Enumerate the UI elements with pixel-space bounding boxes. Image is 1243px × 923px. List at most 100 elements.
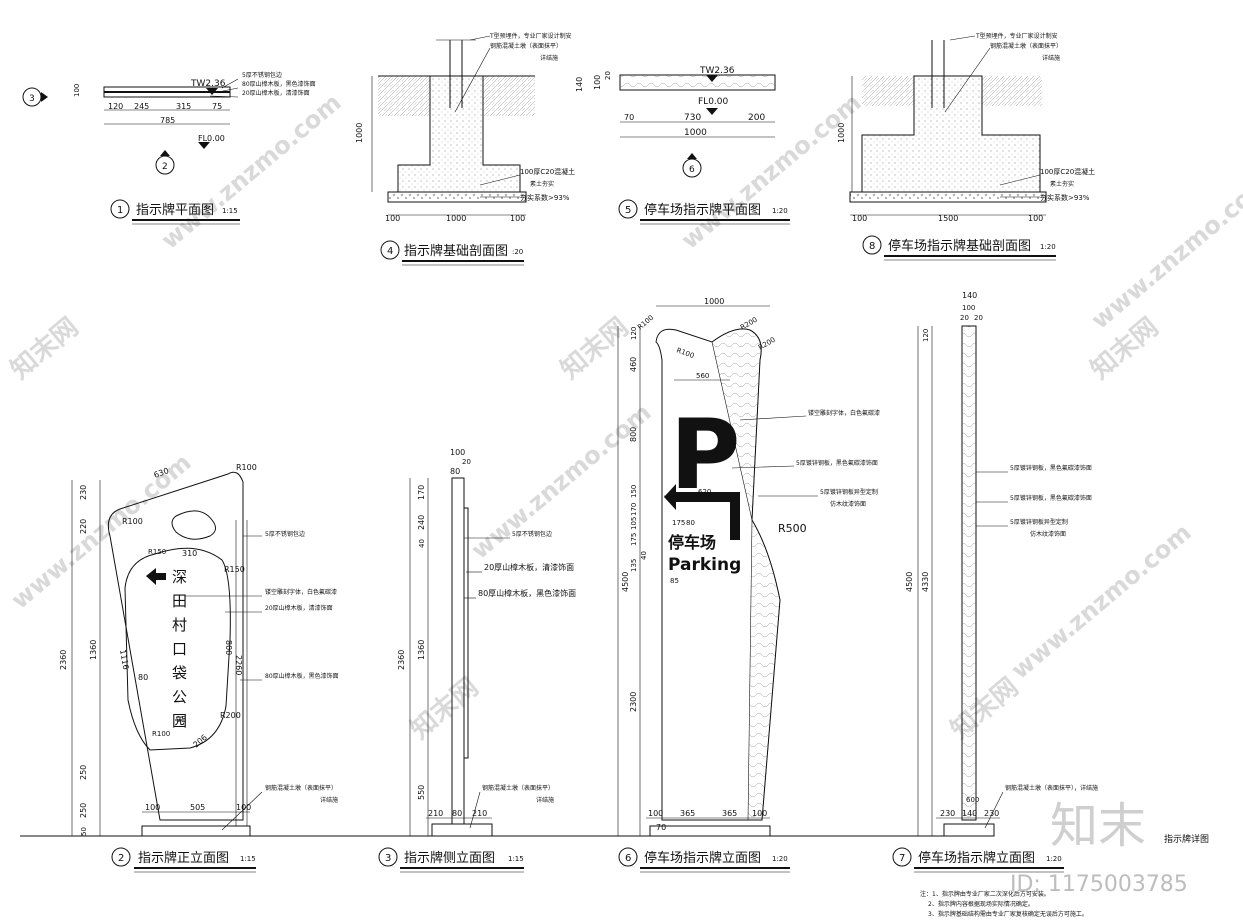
drawing-4-foundation-section: T型预埋件，专业厂家设计制安 钢筋混凝土墩（表面抹平） 详结施 100厚C20混… (355, 32, 575, 223)
dim: 210 (472, 809, 487, 818)
dim: 310 (182, 549, 197, 558)
dim: 365 (722, 809, 737, 818)
drawing-scale: 1:20 (1046, 855, 1062, 863)
callout-text: 5厚不锈钢包边 (512, 530, 552, 538)
title-block-5: 5 停车场指示牌平面图 1:20 (618, 199, 790, 225)
drawing-3-sign-side: 170 240 40 1360 550 2360 100 20 80 210 8… (397, 448, 576, 837)
title-block-2: 2 指示牌正立面图 1:15 (111, 847, 256, 873)
dim: 1360 (417, 640, 426, 660)
dim: 100 (73, 84, 81, 97)
callout-text: 素土夯实 (530, 180, 554, 188)
gravel-bed (849, 191, 1047, 203)
drawing-title: 停车场指示牌立面图 (644, 850, 761, 866)
callout-text: 镂空雕刻字体，白色氟碳漆 (808, 409, 880, 417)
watermark-id: ID: 1175003785 (1010, 872, 1188, 897)
dim: R200 (757, 336, 777, 352)
footing (943, 823, 995, 837)
dim: 70 (624, 113, 634, 122)
dim: 100 (648, 809, 663, 818)
callout-text: 素土夯实 (1050, 180, 1074, 188)
watermark-brand: 知末网 (5, 312, 84, 385)
title-block-7: 7 停车场指示牌立面图 1:20 (892, 847, 1064, 873)
dim: 20 (462, 458, 471, 466)
callout-text: 20厚山樟木板，清漆饰面 (484, 562, 574, 572)
parking-side-outline (961, 325, 977, 821)
dim: 150 (630, 485, 638, 498)
dim: 100 (510, 214, 525, 223)
dim: 80 (138, 673, 148, 682)
dim: 2300 (629, 692, 638, 712)
dim: 20 (604, 71, 612, 80)
callout-text: 5厚不锈钢包边 (242, 71, 282, 79)
callout-text: 详结施 (536, 796, 554, 804)
dim: 800 (629, 427, 638, 442)
svg-text:4: 4 (387, 246, 393, 257)
callout-text: 夯实系数>93% (1040, 193, 1090, 202)
drawing-title: 指示牌平面图 (136, 202, 214, 218)
dim: 4500 (621, 572, 630, 592)
dim: R150 (148, 548, 166, 556)
dim: 40 (640, 551, 648, 560)
dim: 100 (962, 304, 975, 312)
title-block-8: 8 停车场指示牌基础剖面图 1:20 (862, 235, 1056, 261)
callout-text: 钢筋混凝土墩（表面抹平） (990, 42, 1062, 50)
parking-cn-text: 停车场 (668, 533, 716, 552)
sign-char: 田 (172, 592, 187, 610)
dim: 120 (630, 327, 638, 340)
dim: 785 (160, 116, 175, 125)
dim: 230 (79, 485, 88, 500)
watermark-brand: 知末网 (945, 672, 1024, 745)
dim: 240 (417, 515, 426, 530)
dim: 135 (630, 559, 638, 572)
dim: 120 (922, 329, 930, 342)
drawing-scale: :20 (512, 248, 523, 256)
dim: 175 (672, 519, 685, 527)
footing (431, 823, 493, 837)
dim: 100 (385, 214, 400, 223)
dim: 100 (593, 75, 602, 90)
dim: 120 (108, 102, 123, 111)
drawing-scale: 1:20 (772, 855, 788, 863)
watermark-site: www.znzmo.com (1006, 518, 1197, 684)
parking-plan-outline (619, 74, 776, 91)
dim: 100 (236, 803, 251, 812)
sign-inner-panel (124, 547, 231, 751)
arrow-left-icon (146, 568, 166, 585)
dim: 1000 (446, 214, 466, 223)
dim: 230 (940, 809, 955, 818)
dim: 4500 (905, 572, 914, 592)
callout-text: 5厚镀锌钢板异型定制 (820, 488, 878, 496)
elevation-fl: FL0.00 (198, 134, 225, 143)
callout-text: 5厚不锈钢包边 (265, 530, 305, 538)
svg-text:2: 2 (118, 853, 124, 864)
dim: 245 (134, 102, 149, 111)
dim: 80 (686, 519, 695, 527)
dim: 560 (696, 372, 709, 380)
drawing-title: 指示牌基础剖面图 (404, 243, 508, 259)
sign-side-outline (451, 477, 465, 825)
dim: R200 (220, 711, 241, 720)
dim: 1360 (89, 640, 98, 660)
watermark-site: www.znzmo.com (676, 88, 867, 254)
callout-text: 钢筋混凝土墩（表面抹平） (265, 784, 337, 792)
dim: 100 (852, 214, 867, 223)
callout-text: 详结施 (1042, 54, 1060, 62)
svg-text:1: 1 (117, 205, 123, 216)
elevation-tw: TW2.36 (699, 66, 735, 76)
dim: 20 (974, 314, 983, 322)
watermark-brand: 知末网 (555, 312, 634, 385)
dim: R100 (152, 730, 170, 738)
sign-char: 口 (172, 640, 187, 658)
note-line: 2、指示牌内容根据现场实际情况确定。 (928, 900, 1034, 908)
dim: 40 (418, 539, 426, 548)
drawing-6-parking-elevation: P 停车场 Parking 120 460 800 150 170 105 17… (617, 297, 880, 837)
dim: 210 (428, 809, 443, 818)
section-label: 2 (162, 162, 168, 172)
drawing-scale: 1:20 (1040, 243, 1056, 251)
drawing-title: 停车场指示牌立面图 (918, 850, 1035, 866)
sign-char: 公 (172, 688, 187, 706)
dim: 170 (417, 485, 426, 500)
dim: 550 (417, 785, 426, 800)
sign-char: 袋 (172, 664, 187, 682)
